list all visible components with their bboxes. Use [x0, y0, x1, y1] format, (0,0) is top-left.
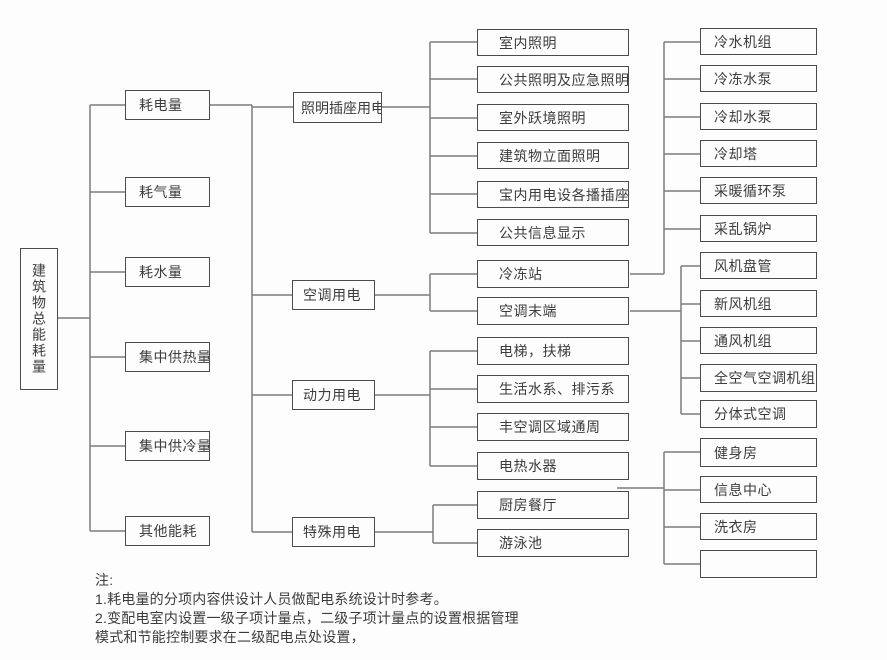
node-info-center: 信息中心 — [700, 476, 817, 503]
node-chilled-water-pump: 冷冻水泵 — [700, 65, 817, 92]
node-outdoor-lighting: 室外跃境照明 — [477, 104, 629, 131]
connector-facility-bracket — [617, 451, 700, 565]
connector-chiller-bracket — [630, 41, 700, 275]
connector-root-trunk — [58, 104, 125, 532]
node-elevators-escalators: 电梯，扶梯 — [477, 337, 629, 365]
node-facade-lighting: 建筑物立面照明 — [477, 142, 629, 169]
note-line-2: 2.变配电室内设置一级子项计量点，二级子项计量点的设置根据管理 — [95, 610, 519, 626]
node-fresh-air-unit: 新风机组 — [700, 290, 817, 317]
connector-lighting-bracket — [382, 41, 477, 234]
node-dynamic-power: 动力用电 — [292, 380, 375, 410]
node-all-air-ac-unit: 全空气空调机组 — [700, 364, 817, 392]
note-line-1: 1.耗电量的分项内容供设计人员做配电系统设计时参考。 — [95, 591, 448, 607]
connector-electricity-trunk — [210, 104, 293, 533]
node-special-power: 特殊用电 — [292, 517, 375, 547]
node-electric-water-heater: 电热水器 — [477, 452, 629, 480]
node-nonac-ventilation: 丰空调区域通周 — [477, 413, 629, 441]
connector-special-bracket — [375, 504, 477, 544]
connector-hvac-bracket — [375, 273, 477, 312]
node-empty-facility — [700, 550, 817, 578]
node-heating-circ-pump: 采暖循环泵 — [700, 177, 817, 204]
node-electricity-consumption: 耗电量 — [125, 90, 210, 120]
notes-title: 注: — [95, 572, 114, 588]
node-other-energy: 其他能耗 — [125, 516, 210, 546]
node-public-emergency-lighting: 公共照明及应急照明 — [477, 66, 629, 93]
node-building-total-energy: 建筑物总能耗量 — [20, 248, 58, 390]
node-ventilation-unit: 通风机组 — [700, 327, 817, 354]
node-laundry: 洗衣房 — [700, 513, 817, 540]
note-line-3: 模式和节能控制要求在二级配电点处设置， — [95, 629, 365, 645]
notes: 注: 1.耗电量的分项内容供设计人员做配电系统设计时参考。 2.变配电室内设置一… — [95, 571, 519, 647]
node-water-consumption: 耗水量 — [125, 257, 210, 287]
node-split-ac: 分体式空调 — [700, 400, 817, 428]
node-ac-terminal: 空调末端 — [477, 297, 629, 325]
node-gas-consumption: 耗气量 — [125, 177, 210, 207]
node-indoor-sockets: 宝内用电设各播插座 — [477, 181, 629, 208]
node-central-heating: 集中供热量 — [125, 342, 210, 372]
node-central-cooling: 集中供冷量 — [125, 431, 210, 461]
node-cooling-water-pump: 冷却水泵 — [700, 103, 817, 130]
node-public-info-display: 公共信息显示 — [477, 219, 629, 246]
node-kitchen-restaurant: 厨房餐厅 — [477, 491, 629, 519]
node-water-sewage: 生活水系、排污系 — [477, 375, 629, 403]
node-lighting-socket-power: 照明插座用电 — [293, 92, 382, 123]
node-hvac-power: 空调用电 — [292, 280, 375, 310]
node-fan-coil: 风机盘管 — [700, 252, 817, 279]
connector-power-bracket — [375, 350, 477, 467]
node-cooling-tower: 冷却塔 — [700, 140, 817, 167]
node-indoor-lighting: 室内照明 — [477, 29, 629, 56]
node-swimming-pool: 游泳池 — [477, 529, 629, 557]
node-chiller-station: 冷冻站 — [477, 260, 629, 288]
node-gym: 健身房 — [700, 438, 817, 467]
node-chiller-unit: 冷水机组 — [700, 28, 817, 55]
node-heating-boiler: 采乱锅炉 — [700, 215, 817, 242]
connector-terminal-bracket — [630, 265, 700, 415]
